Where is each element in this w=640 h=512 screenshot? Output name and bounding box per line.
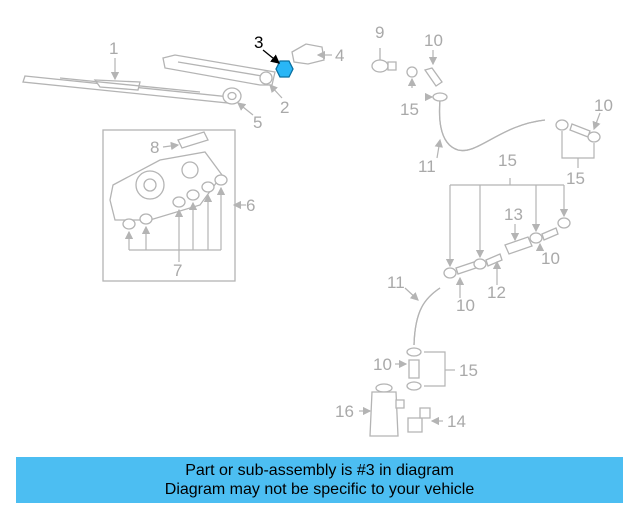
callout-4: 4: [335, 46, 344, 65]
callout-15b: 15: [566, 169, 585, 188]
hose-clip: [555, 119, 569, 131]
callout-numbers: 1 2 3 4 5 6 7 8 9 10 15 11 10 15 15 13 1…: [109, 23, 613, 431]
callout-16: 16: [335, 402, 354, 421]
arm-cap: [291, 43, 325, 65]
callout-5: 5: [253, 113, 262, 132]
callout-11a: 11: [418, 157, 436, 176]
wiper-blade: [22, 75, 231, 104]
washer-hose-upper: [438, 99, 546, 152]
callout-15c: 15: [498, 151, 517, 170]
pivot-shaft: [177, 131, 209, 149]
callout-10e: 10: [373, 355, 392, 374]
hose-connector: [569, 123, 591, 138]
banner-line-1: Part or sub-assembly is #3 in diagram: [185, 462, 454, 479]
motor-bushings: [122, 174, 228, 230]
callout-10d: 10: [456, 296, 475, 315]
callout-15d: 15: [459, 361, 478, 380]
check-valve: [371, 48, 397, 73]
callout-7: 7: [173, 261, 182, 280]
callout-10a: 10: [424, 31, 443, 50]
callout-6: 6: [246, 196, 255, 215]
callout-3: 3: [254, 33, 263, 52]
banner-line-2: Diagram may not be specific to your vehi…: [164, 481, 475, 498]
nut-highlight: [275, 60, 294, 78]
leader-lines: [110, 49, 601, 426]
washer-pump: [369, 383, 405, 437]
callout-9: 9: [375, 23, 384, 42]
callout-14: 14: [447, 412, 466, 431]
nozzle-line: [443, 217, 571, 279]
callout-11b: 11: [387, 273, 405, 292]
callout-13: 13: [504, 205, 523, 224]
parts-diagram: 1 2 3 4 5 6 7 8 9 10 15 11 10 15 15 13 1…: [22, 23, 613, 437]
info-banner: Part or sub-assembly is #3 in diagram Di…: [16, 457, 623, 503]
callout-2: 2: [280, 98, 289, 117]
wiper-arm: [162, 54, 276, 86]
pump-grommet: [407, 407, 431, 433]
callout-1: 1: [109, 39, 118, 58]
callout-15a: 15: [400, 100, 419, 119]
grommet: [222, 87, 242, 105]
nut-part-3: [275, 60, 294, 78]
callout-12: 12: [487, 283, 506, 302]
callout-10b: 10: [594, 96, 613, 115]
connector-upper: [406, 66, 443, 87]
callout-8: 8: [150, 138, 159, 157]
callout-10c: 10: [541, 249, 560, 268]
